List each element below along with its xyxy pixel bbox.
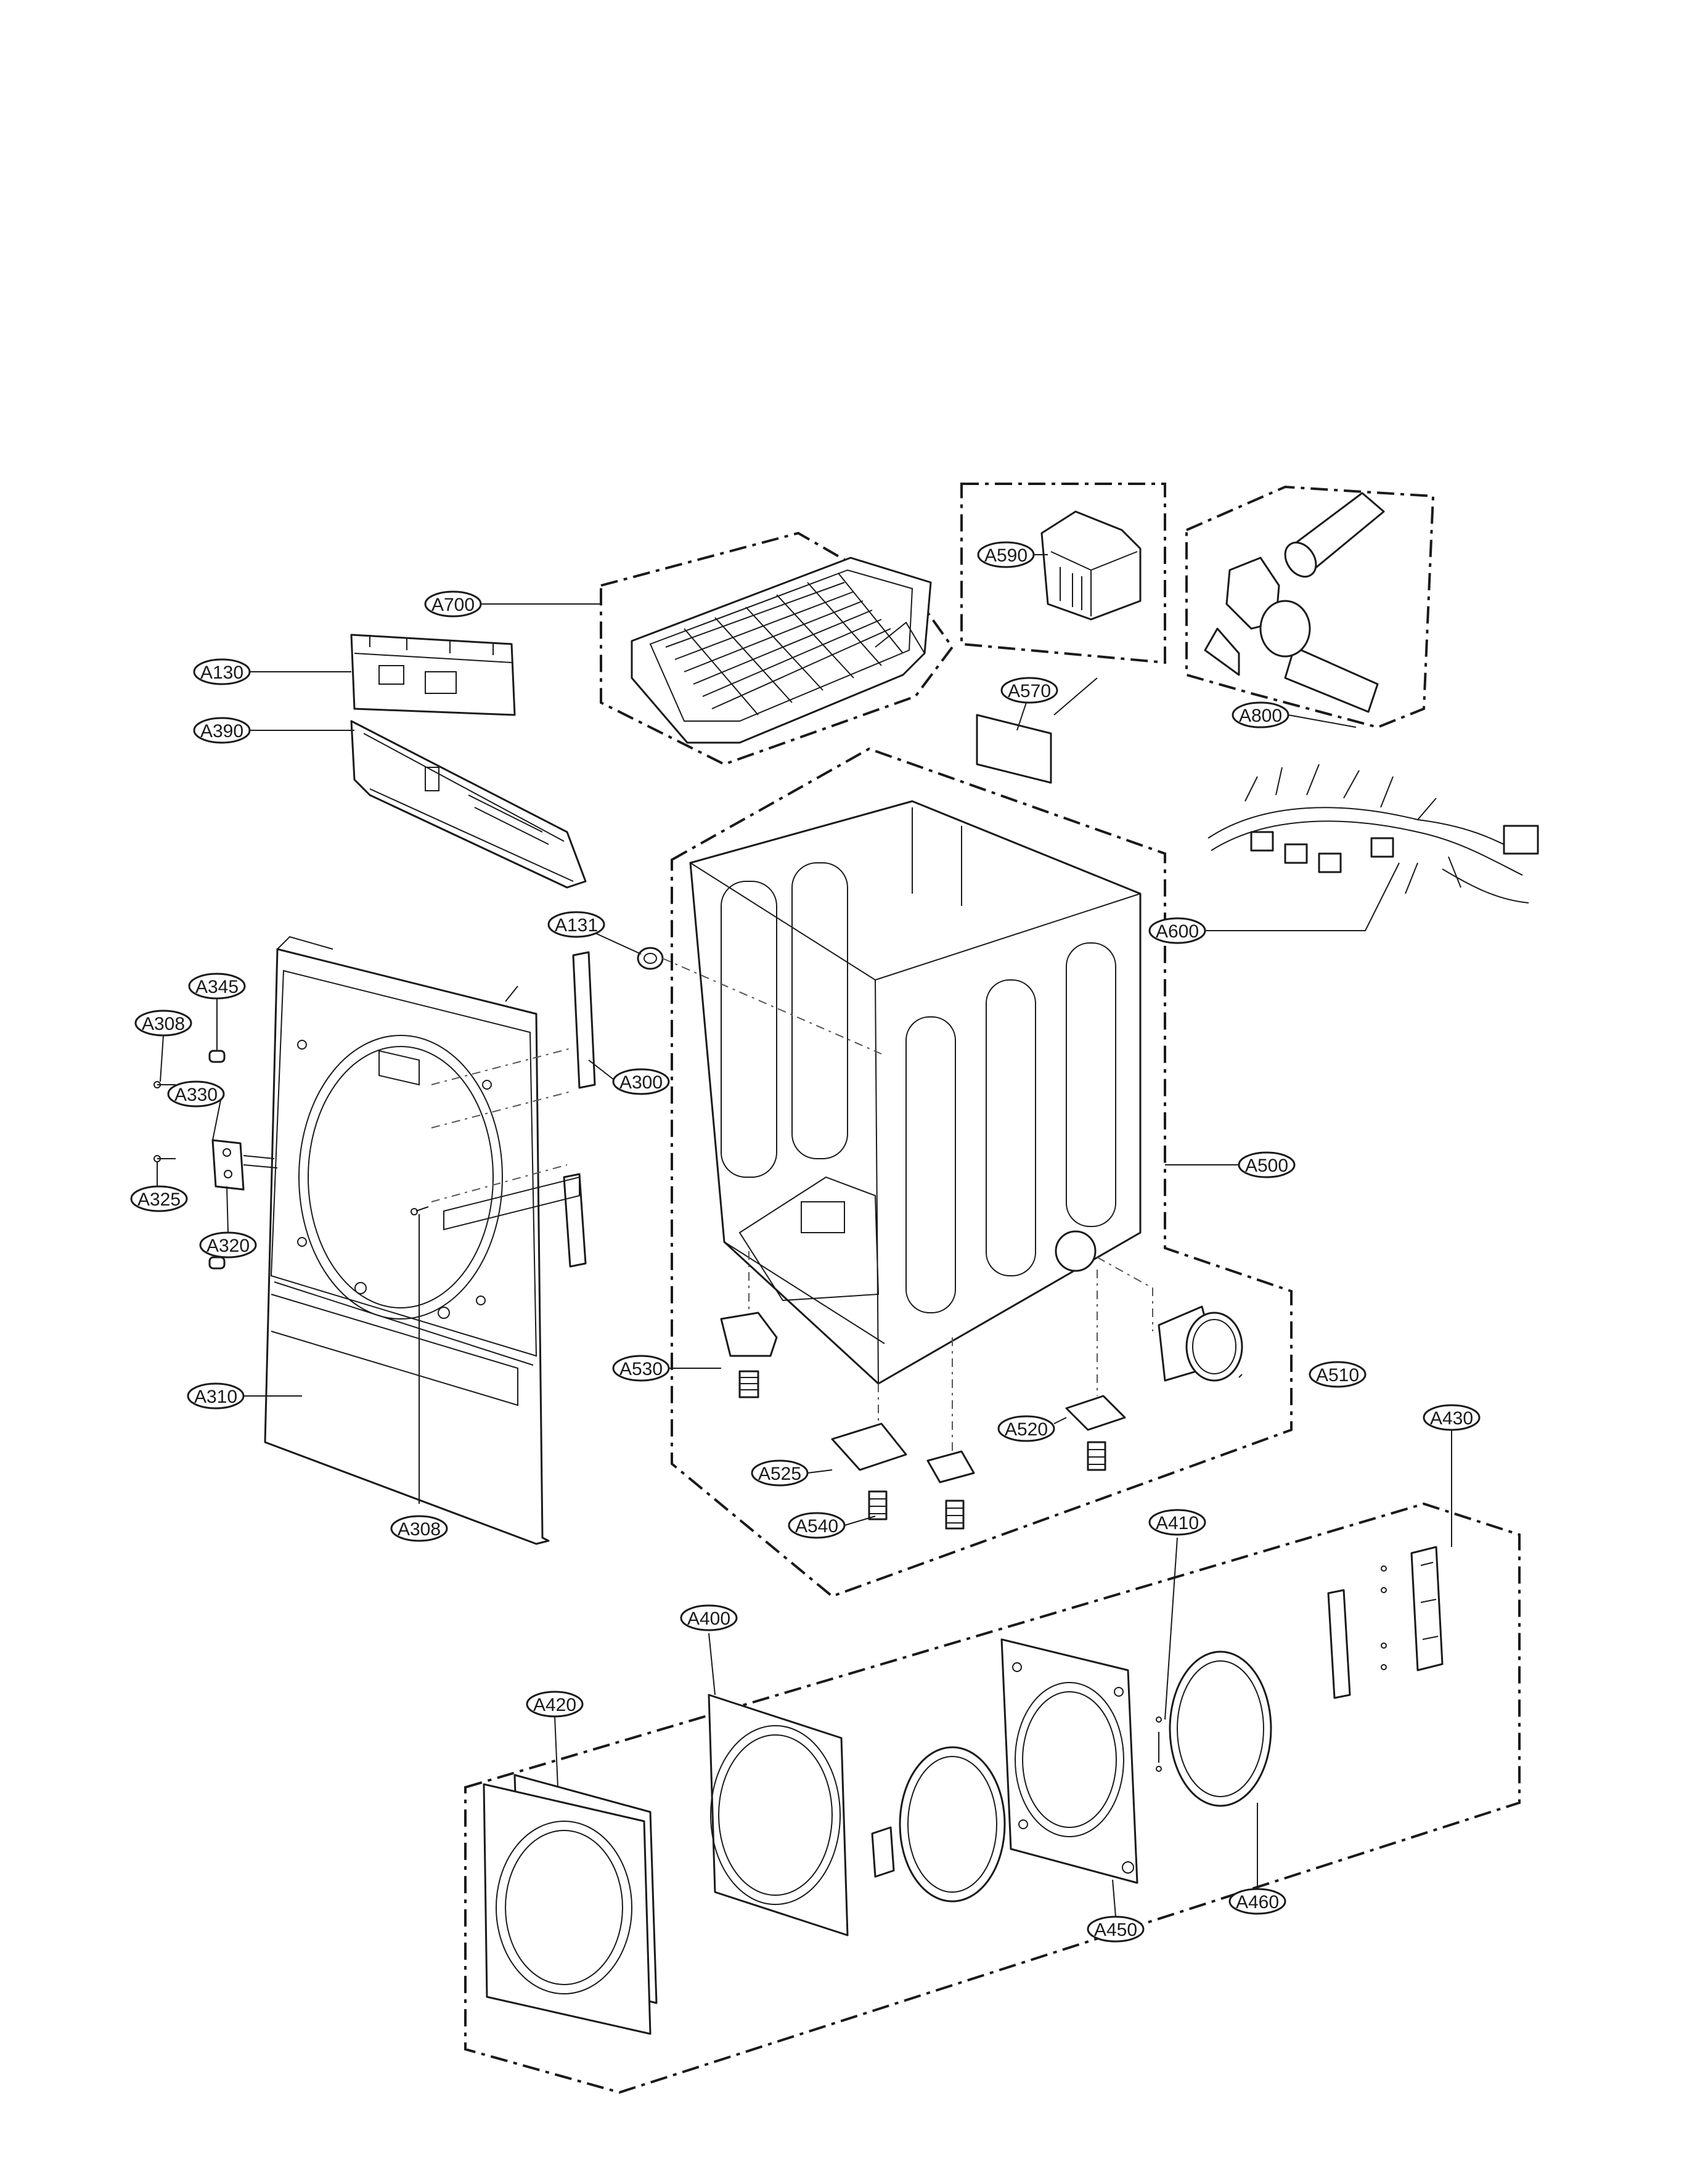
callout-a600: A600 (1148, 917, 1206, 944)
callout-a590: A590 (977, 541, 1035, 568)
control-bracket-a390 (350, 720, 587, 889)
callout-a300: A300 (612, 1068, 670, 1095)
callout-a131: A131 (547, 911, 605, 938)
callout-a420: A420 (526, 1691, 584, 1718)
callout-a310-label: A310 (194, 1387, 237, 1407)
spacer-a320 (208, 1256, 226, 1270)
group-border-duct-cover (960, 483, 1166, 664)
door-outer-a420 (483, 1774, 658, 2035)
callout-a130-label: A130 (200, 663, 243, 683)
callout-a530: A530 (612, 1355, 670, 1382)
callout-a525: A525 (751, 1459, 809, 1487)
door-assembly-a400 (708, 1694, 849, 1936)
spacer-a345 (208, 1050, 226, 1063)
bracket-a525 (831, 1422, 907, 1471)
callout-a308-left-label: A308 (142, 1014, 185, 1034)
callout-a308-front: A308 (390, 1515, 448, 1542)
callout-a570-label: A570 (1008, 681, 1051, 701)
cap-a131 (637, 947, 882, 1055)
hinge-parts (153, 1050, 429, 1270)
callout-a308-left: A308 (134, 1010, 192, 1037)
callout-a500-label: A500 (1245, 1156, 1288, 1176)
gasket-a460 (1169, 1651, 1272, 1807)
callout-a590-label: A590 (984, 545, 1028, 566)
callout-a300-label: A300 (619, 1072, 663, 1093)
screw-a308-front (415, 1206, 429, 1212)
front-panel-a310 (264, 936, 550, 1545)
callout-a345-label: A345 (195, 977, 239, 997)
callout-a390-label: A390 (200, 721, 243, 741)
leg-a540-left (868, 1490, 888, 1520)
callout-a325: A325 (130, 1185, 188, 1212)
callout-a410: A410 (1148, 1509, 1206, 1536)
callouts: A700 A130 A390 A590 A570 A800 A600 A131 (130, 541, 1481, 1943)
callout-a700: A700 (424, 590, 482, 618)
callout-a130: A130 (193, 658, 251, 685)
leg-a540-center (945, 1500, 965, 1530)
group-border-exhaust-duct (1185, 485, 1435, 729)
door-frame-a450 (1000, 1638, 1138, 1884)
side-brackets-a300 (431, 951, 596, 1268)
leg-a520 (1087, 1441, 1106, 1471)
duct-cover-a590 (1040, 510, 1142, 621)
group-border-door-assembly (464, 1502, 1521, 2094)
callout-a308-front-label: A308 (398, 1519, 441, 1540)
hinge-a330 (211, 1139, 245, 1191)
callout-a310: A310 (187, 1382, 245, 1410)
callout-a330-label: A330 (174, 1085, 218, 1105)
callout-a400: A400 (680, 1604, 738, 1631)
callout-a430-label: A430 (1430, 1408, 1473, 1429)
control-pcb-a130 (350, 634, 516, 716)
callout-a390: A390 (193, 717, 251, 744)
callout-a320: A320 (199, 1231, 257, 1259)
callout-a325-label: A325 (137, 1189, 181, 1210)
callout-a400-label: A400 (687, 1609, 730, 1629)
group-border-top-panel (600, 531, 954, 766)
callout-a420-label: A420 (533, 1695, 576, 1715)
callout-a700-label: A700 (431, 595, 475, 615)
group-border-cabinet (671, 747, 1293, 1598)
cabinet-a500 (689, 800, 1142, 1385)
callout-a500: A500 (1238, 1151, 1296, 1178)
callout-a345: A345 (188, 973, 246, 1000)
bracket-a525b (926, 1450, 975, 1483)
callout-a600-label: A600 (1156, 921, 1199, 942)
callout-a510: A510 (1309, 1361, 1367, 1388)
exhaust-duct-a800 (1204, 492, 1385, 713)
callout-a540: A540 (788, 1512, 846, 1539)
inner-ring (871, 1746, 1006, 1903)
callout-a460: A460 (1228, 1888, 1286, 1915)
callout-a330: A330 (167, 1080, 225, 1108)
top-panel-a700 (631, 557, 932, 744)
callout-a430: A430 (1423, 1404, 1481, 1431)
callout-a570: A570 (1000, 677, 1058, 704)
callout-a520-label: A520 (1005, 1419, 1048, 1440)
group-borders (464, 483, 1521, 2094)
callout-a525-label: A525 (758, 1464, 801, 1484)
callout-a410-label: A410 (1156, 1513, 1199, 1533)
latch-a410 (1156, 1716, 1162, 1772)
callout-a131-label: A131 (555, 915, 598, 936)
callout-a520: A520 (997, 1415, 1055, 1442)
callout-a800-label: A800 (1239, 706, 1282, 726)
callout-a540-label: A540 (795, 1516, 838, 1536)
wire-harness-a600 (1207, 764, 1539, 904)
bracket-a530 (720, 1312, 778, 1357)
callout-a450-label: A450 (1094, 1920, 1137, 1940)
callout-a450: A450 (1087, 1916, 1145, 1943)
bracket-a520 (1065, 1395, 1126, 1431)
callout-a510-label: A510 (1316, 1365, 1359, 1385)
hinge-a430 (1327, 1546, 1444, 1699)
callout-a530-label: A530 (619, 1359, 663, 1379)
callout-a460-label: A460 (1236, 1892, 1279, 1912)
legs-and-brackets (720, 1251, 1126, 1530)
callout-a800: A800 (1232, 701, 1289, 728)
callout-a320-label: A320 (206, 1236, 250, 1256)
duct-ring-a510 (1097, 1257, 1243, 1382)
